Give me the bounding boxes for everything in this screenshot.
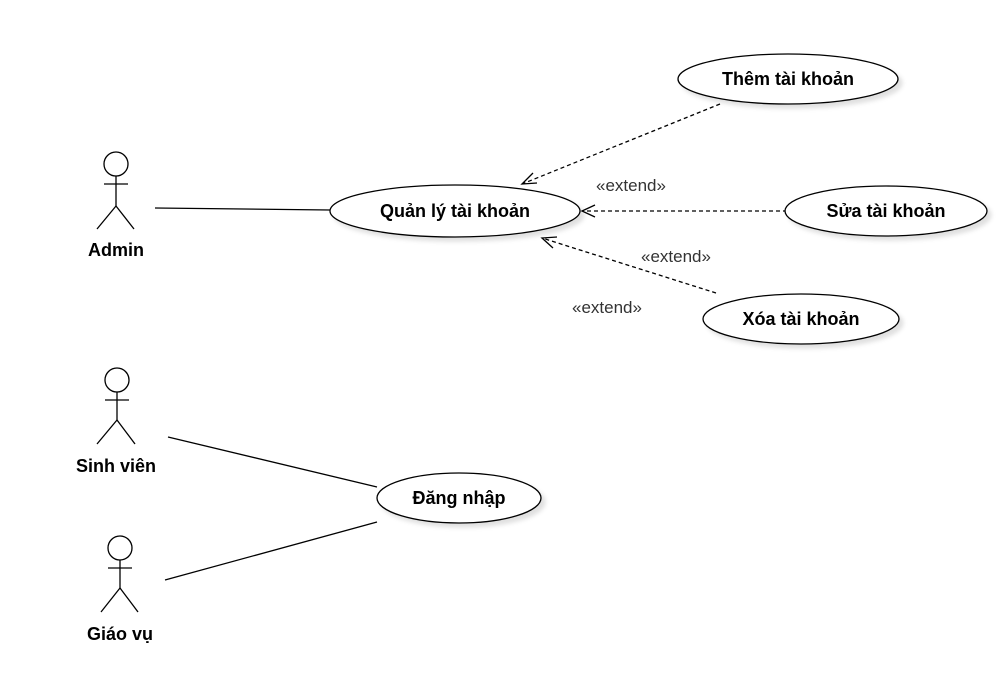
extend-label: «extend» [641,247,711,266]
use-case-dang-nhap[interactable]: Đăng nhập [376,472,542,524]
extend-label: «extend» [572,298,642,317]
use-case-sua-tai-khoan[interactable]: Sửa tài khoản [784,185,988,237]
use-case-label: Quản lý tài khoản [380,201,530,221]
use-case-them-tai-khoan[interactable]: Thêm tài khoản [677,53,899,105]
actor-giao-vu-label: Giáo vụ [87,624,153,644]
actor-sinh-vien[interactable] [96,367,136,445]
association-giaovu-dangnhap [164,521,378,581]
actor-giao-vu[interactable] [100,535,139,613]
actor-admin-label: Admin [88,240,144,260]
use-case-quan-ly-tai-khoan[interactable]: Quản lý tài khoản [329,184,581,238]
extend-sua-to-quanly [580,204,787,218]
actor-sinh-vien-label: Sinh viên [76,456,156,476]
extend-them-to-quanly [520,103,721,185]
use-case-xoa-tai-khoan[interactable]: Xóa tài khoản [702,293,900,345]
use-case-label: Xóa tài khoản [742,309,859,329]
extend-label: «extend» [596,176,666,195]
use-case-label: Thêm tài khoản [722,69,854,89]
use-case-label: Đăng nhập [413,488,506,508]
actor-admin[interactable] [96,151,135,230]
extend-xoa-to-quanly [540,236,717,294]
association-admin-quanly [154,207,331,211]
use-case-label: Sửa tài khoản [826,201,945,221]
association-sinhvien-dangnhap [167,436,378,488]
